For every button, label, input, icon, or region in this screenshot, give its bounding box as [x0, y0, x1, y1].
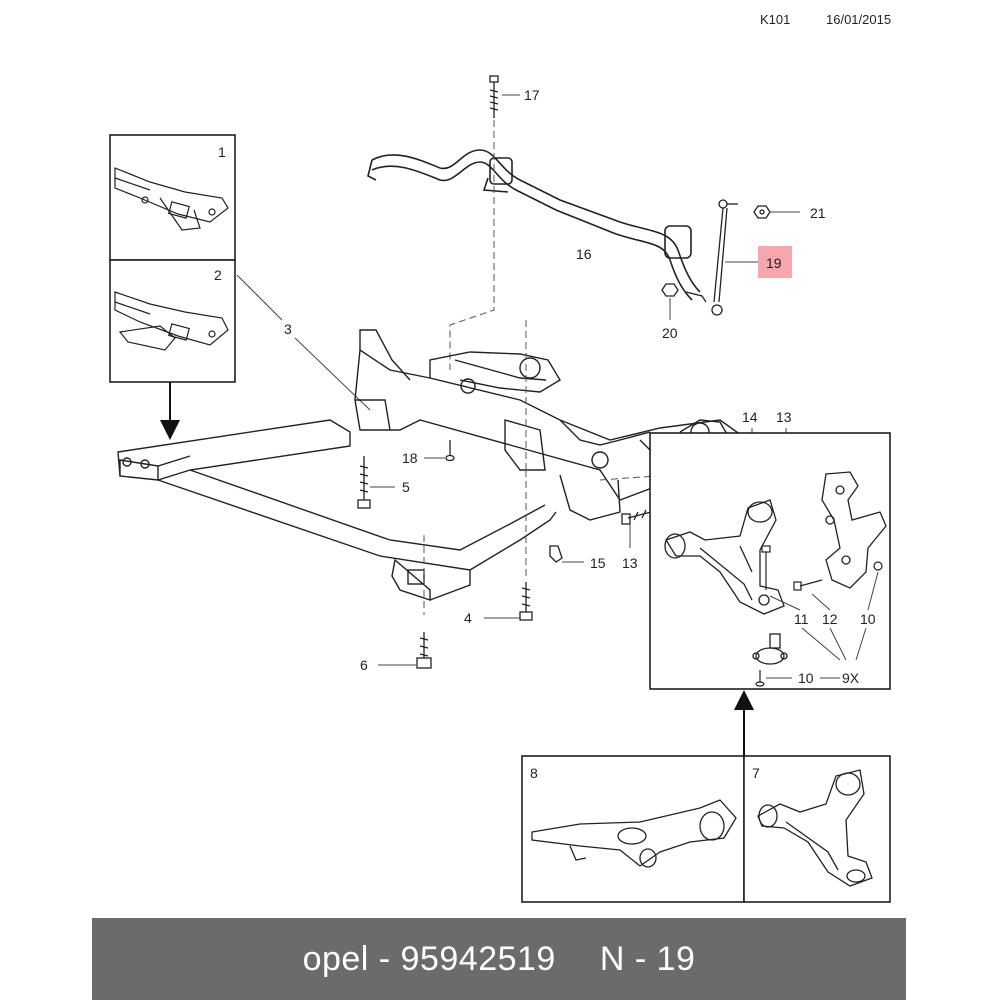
- control-arm-box: [649, 432, 891, 690]
- callout-15: 15: [590, 555, 606, 571]
- bolt-6: [416, 632, 432, 669]
- callout-9x: 9X: [842, 670, 860, 686]
- nut-20: [661, 283, 707, 303]
- subframe-bracket-drawing-1: [114, 167, 229, 231]
- callout-6: 6: [360, 657, 368, 673]
- stabilizer-bar: [367, 149, 701, 301]
- subframe-bracket-drawing-2: [114, 291, 229, 351]
- callout-13-upper: 13: [776, 409, 792, 425]
- callout-13-lower: 13: [622, 555, 638, 571]
- parts-diagram: 1 2 3 17 16 21 19 20 14 13 18 5 15 13 4 …: [109, 75, 891, 903]
- control-arm-drawing: [664, 499, 785, 615]
- inset-box-2: [109, 259, 236, 383]
- callout-17: 17: [524, 87, 540, 103]
- nut-10-lower: [755, 670, 765, 687]
- nut-21: [753, 205, 771, 219]
- nut-10-upper: [873, 561, 883, 571]
- callout-5: 5: [402, 479, 410, 495]
- position-label: N - 19: [599, 939, 696, 978]
- bolt-18: [445, 440, 455, 462]
- callout-14: 14: [742, 409, 758, 425]
- control-arm-variant-8-drawing: [531, 799, 737, 868]
- diagram-code: K101: [760, 12, 791, 27]
- front-subframe: [117, 329, 749, 601]
- control-arm-variant-7-drawing: [757, 769, 873, 887]
- callout-11: 11: [794, 611, 809, 627]
- callout-20: 20: [662, 325, 678, 341]
- bolt-17: [489, 75, 499, 118]
- highlight-box-19: [758, 246, 792, 278]
- bolt-4: [519, 582, 533, 621]
- part-number-label: opel - 95942519: [302, 939, 556, 978]
- callout-21: 21: [810, 205, 826, 221]
- callout-10-upper: 10: [860, 611, 876, 627]
- diagram-date: 16/01/2015: [826, 12, 892, 27]
- callout-2: 2: [214, 267, 222, 283]
- steering-knuckle-drawing: [821, 471, 887, 589]
- callout-19: 19: [766, 255, 782, 271]
- callout-3: 3: [284, 321, 292, 337]
- inset-box-8: [521, 755, 745, 903]
- bolt-11: [761, 545, 771, 590]
- callout-10-lower: 10: [798, 670, 814, 686]
- callout-12: 12: [822, 611, 838, 627]
- callout-1: 1: [218, 144, 226, 160]
- stabilizer-link-19: [711, 199, 738, 316]
- bolt-5: [357, 456, 371, 509]
- callout-16: 16: [576, 246, 592, 262]
- callout-7: 7: [752, 765, 760, 781]
- callout-18: 18: [402, 450, 418, 466]
- inset-box-7: [743, 755, 891, 903]
- nut-15: [549, 545, 563, 563]
- inset-box-1: [109, 134, 236, 261]
- callout-8: 8: [530, 765, 538, 781]
- bolt-12: [793, 579, 823, 591]
- callout-4: 4: [464, 610, 472, 626]
- ball-joint-drawing: [752, 633, 788, 665]
- part-info-bar: opel - 95942519 N - 19: [92, 918, 906, 1000]
